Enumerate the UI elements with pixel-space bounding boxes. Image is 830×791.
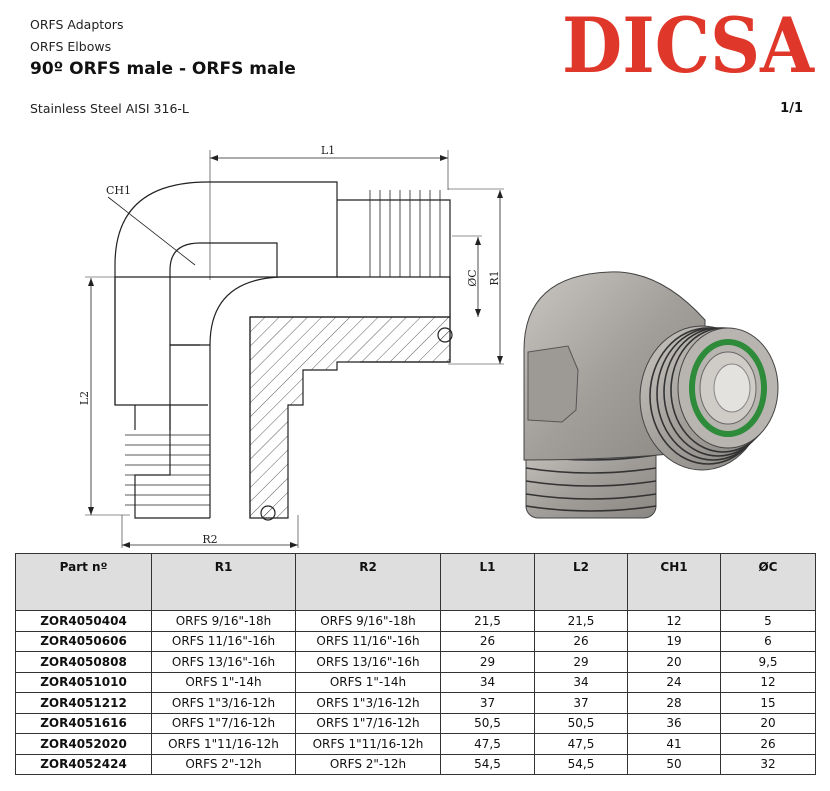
cell-oc: 26 — [720, 733, 816, 755]
cell-oc: 15 — [720, 692, 816, 714]
cell-r1: ORFS 1"-14h — [151, 671, 296, 693]
category-label: ORFS Adaptors — [30, 17, 124, 32]
col-header-l2: L2 — [534, 553, 628, 611]
cell-l2: 47,5 — [534, 733, 628, 755]
o-ring — [689, 339, 767, 437]
table-header-row: Part nº R1 R2 L1 L2 CH1 ØC — [15, 553, 816, 611]
cell-r2: ORFS 13/16"-16h — [295, 651, 441, 673]
table-row: ZOR4050404 ORFS 9/16"-18h ORFS 9/16"-18h… — [15, 610, 816, 632]
dim-label-l1: L1 — [321, 144, 335, 157]
cell-r2: ORFS 9/16"-18h — [295, 610, 441, 632]
dim-label-oc: ØC — [466, 269, 479, 286]
cell-r1: ORFS 1"7/16-12h — [151, 712, 296, 734]
cell-l1: 47,5 — [440, 733, 535, 755]
product-3d-render — [523, 271, 779, 519]
cell-ch1: 28 — [627, 692, 721, 714]
part-number: ZOR4050808 — [15, 651, 152, 673]
col-header-l1: L1 — [440, 553, 535, 611]
part-number: ZOR4050404 — [15, 610, 152, 632]
table-row: ZOR4052020 ORFS 1"11/16-12h ORFS 1"11/16… — [15, 733, 816, 755]
part-number: ZOR4052020 — [15, 733, 152, 755]
cell-l1: 50,5 — [440, 712, 535, 734]
dim-label-r2: R2 — [202, 533, 217, 546]
part-number: ZOR4051010 — [15, 671, 152, 693]
cell-r1: ORFS 1"11/16-12h — [151, 733, 296, 755]
cell-ch1: 24 — [627, 671, 721, 693]
cell-oc: 32 — [720, 753, 816, 775]
table-row: ZOR4051010 ORFS 1"-14h ORFS 1"-14h 34 34… — [15, 671, 816, 693]
cell-r2: ORFS 11/16"-16h — [295, 630, 441, 652]
cell-l2: 50,5 — [534, 712, 628, 734]
cell-ch1: 20 — [627, 651, 721, 673]
dim-label-l2: L2 — [78, 391, 91, 405]
cell-oc: 5 — [720, 610, 816, 632]
col-header-part-no: Part nº — [15, 553, 152, 611]
logo-text: DICSA — [562, 6, 815, 78]
part-number: ZOR4051212 — [15, 692, 152, 714]
dim-label-r1: R1 — [488, 270, 501, 285]
cell-l1: 29 — [440, 651, 535, 673]
cell-l1: 37 — [440, 692, 535, 714]
cell-oc: 20 — [720, 712, 816, 734]
cell-r1: ORFS 2"-12h — [151, 753, 296, 775]
cell-l1: 54,5 — [440, 753, 535, 775]
page-number: 1/1 — [780, 101, 803, 116]
cell-ch1: 12 — [627, 610, 721, 632]
table-row: ZOR4051212 ORFS 1"3/16-12h ORFS 1"3/16-1… — [15, 692, 816, 714]
table-row: ZOR4050606 ORFS 11/16"-16h ORFS 11/16"-1… — [15, 630, 816, 652]
cell-l2: 54,5 — [534, 753, 628, 775]
cell-r1: ORFS 1"3/16-12h — [151, 692, 296, 714]
part-number: ZOR4052424 — [15, 753, 152, 775]
subcategory-label: ORFS Elbows — [30, 39, 112, 54]
cell-oc: 12 — [720, 671, 816, 693]
table-row: ZOR4051616 ORFS 1"7/16-12h ORFS 1"7/16-1… — [15, 712, 816, 734]
part-number: ZOR4051616 — [15, 712, 152, 734]
cell-r1: ORFS 9/16"-18h — [151, 610, 296, 632]
specifications-table: Part nº R1 R2 L1 L2 CH1 ØC ZOR4050404 OR… — [15, 553, 816, 775]
cell-l2: 34 — [534, 671, 628, 693]
cell-ch1: 41 — [627, 733, 721, 755]
col-header-ch1: CH1 — [627, 553, 721, 611]
cell-ch1: 50 — [627, 753, 721, 775]
cell-r2: ORFS 2"-12h — [295, 753, 441, 775]
cell-oc: 9,5 — [720, 651, 816, 673]
cell-l1: 21,5 — [440, 610, 535, 632]
part-number: ZOR4050606 — [15, 630, 152, 652]
cell-ch1: 19 — [627, 630, 721, 652]
cell-r1: ORFS 11/16"-16h — [151, 630, 296, 652]
dicsa-logo: DICSA — [562, 6, 815, 78]
cell-r2: ORFS 1"-14h — [295, 671, 441, 693]
cell-l1: 26 — [440, 630, 535, 652]
dim-label-ch1: CH1 — [106, 184, 131, 197]
cell-l2: 37 — [534, 692, 628, 714]
cell-r2: ORFS 1"3/16-12h — [295, 692, 441, 714]
cell-r2: ORFS 1"7/16-12h — [295, 712, 441, 734]
cell-l2: 26 — [534, 630, 628, 652]
product-title: 90º ORFS male - ORFS male — [30, 59, 296, 79]
col-header-r2: R2 — [295, 553, 441, 611]
technical-drawing: L1 CH1 L2 R2 R1 — [78, 144, 504, 548]
cell-l2: 29 — [534, 651, 628, 673]
col-header-r1: R1 — [151, 553, 296, 611]
cell-r2: ORFS 1"11/16-12h — [295, 733, 441, 755]
table-row: ZOR4052424 ORFS 2"-12h ORFS 2"-12h 54,5 … — [15, 753, 816, 775]
cell-l2: 21,5 — [534, 610, 628, 632]
cell-oc: 6 — [720, 630, 816, 652]
cell-r1: ORFS 13/16"-16h — [151, 651, 296, 673]
table-row: ZOR4050808 ORFS 13/16"-16h ORFS 13/16"-1… — [15, 651, 816, 673]
cell-l1: 34 — [440, 671, 535, 693]
col-header-oc: ØC — [720, 553, 816, 611]
material-label: Stainless Steel AISI 316-L — [30, 101, 189, 116]
cell-ch1: 36 — [627, 712, 721, 734]
